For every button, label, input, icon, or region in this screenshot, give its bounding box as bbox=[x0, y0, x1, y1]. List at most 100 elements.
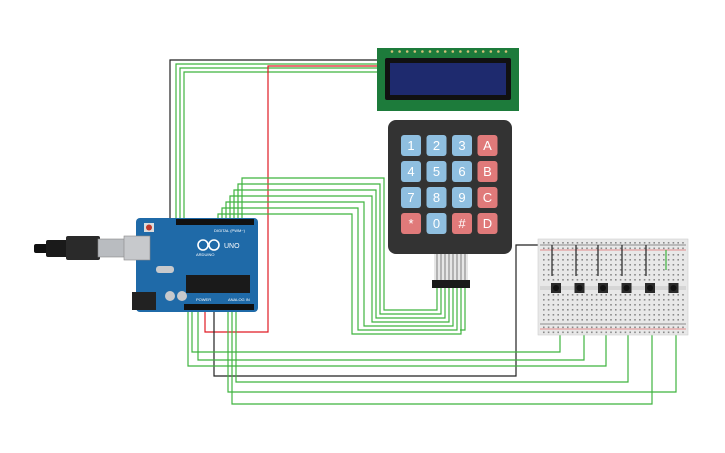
keypad-key-label: A bbox=[483, 138, 492, 153]
wire-bb-2[interactable] bbox=[197, 310, 585, 361]
keypad-key-label: D bbox=[483, 216, 492, 231]
keypad-key[interactable]: # bbox=[452, 213, 472, 234]
wire-lcd-3[interactable] bbox=[183, 71, 378, 222]
keypad-key-label: 5 bbox=[433, 164, 440, 179]
lcd-pin[interactable] bbox=[428, 50, 432, 53]
keypad[interactable]: 1 2 3 A 4 5 6 B 7 8 9 C * 0 # D bbox=[388, 120, 512, 288]
pushbutton[interactable] bbox=[621, 283, 632, 293]
keypad-key[interactable]: 2 bbox=[426, 135, 447, 156]
analog-label: ANALOG IN bbox=[228, 297, 250, 302]
atmega-chip bbox=[186, 275, 250, 293]
pushbutton[interactable] bbox=[598, 283, 608, 293]
wire-lcd-2[interactable] bbox=[179, 67, 378, 222]
breadboard[interactable] bbox=[537, 238, 689, 336]
lcd-pin[interactable] bbox=[451, 50, 455, 53]
wire-kp-6[interactable] bbox=[221, 207, 458, 331]
lcd-display[interactable] bbox=[377, 48, 519, 111]
wire-kp-1[interactable] bbox=[241, 177, 438, 311]
lcd-pin-row bbox=[390, 50, 508, 53]
keypad-key[interactable]: B bbox=[477, 161, 498, 182]
lcd-pin[interactable] bbox=[504, 50, 508, 53]
pushbutton[interactable] bbox=[668, 283, 679, 293]
lcd-pin[interactable] bbox=[474, 50, 477, 53]
lcd-pin[interactable] bbox=[459, 50, 462, 53]
keypad-key[interactable]: 1 bbox=[401, 135, 421, 156]
digital-header bbox=[176, 219, 254, 225]
usb-cable[interactable] bbox=[34, 236, 127, 260]
keypad-key[interactable]: 3 bbox=[452, 135, 472, 156]
keypad-key[interactable]: 8 bbox=[426, 187, 447, 208]
keypad-ribbon bbox=[434, 254, 468, 280]
usb-jack bbox=[123, 235, 151, 261]
keypad-key[interactable]: * bbox=[401, 213, 421, 234]
wire-bb-gnd[interactable] bbox=[213, 244, 540, 377]
pushbutton[interactable] bbox=[574, 283, 585, 293]
brand-label: ARDUINO bbox=[196, 252, 214, 257]
crystal bbox=[156, 266, 174, 273]
lcd-pin[interactable] bbox=[390, 50, 394, 53]
analog-header bbox=[184, 304, 254, 310]
keypad-connector bbox=[432, 280, 470, 288]
lcd-pin[interactable] bbox=[481, 50, 485, 53]
wire-kp-3[interactable] bbox=[233, 189, 446, 319]
keypad-key-label: 9 bbox=[458, 190, 465, 205]
keypad-key[interactable]: 6 bbox=[452, 161, 472, 182]
arduino-logo-icon bbox=[197, 239, 220, 251]
keypad-key[interactable]: 9 bbox=[452, 187, 472, 208]
wire-kp-5[interactable] bbox=[225, 201, 454, 327]
keypad-key-label: 6 bbox=[458, 164, 465, 179]
keypad-key-label: 4 bbox=[407, 164, 414, 179]
keypad-key-label: C bbox=[483, 190, 492, 205]
keypad-key-label: 3 bbox=[458, 138, 465, 153]
wire-kp-8[interactable] bbox=[460, 282, 466, 331]
power-label: POWER bbox=[196, 297, 211, 302]
wire-kp-7[interactable] bbox=[217, 213, 462, 335]
lcd-pin[interactable] bbox=[436, 50, 439, 53]
ribbon-lines bbox=[436, 254, 466, 280]
keypad-key-label: B bbox=[483, 164, 492, 179]
arduino-board[interactable]: UNO ARDUINO DIGITAL (PWM~) POWER ANALOG … bbox=[123, 218, 258, 312]
lcd-pin[interactable] bbox=[405, 50, 409, 53]
pushbutton[interactable] bbox=[645, 283, 655, 293]
lcd-pin[interactable] bbox=[398, 50, 401, 53]
wire-kp-4[interactable] bbox=[229, 195, 450, 323]
wire-lcd-vcc[interactable] bbox=[204, 65, 378, 333]
keypad-key-label: 2 bbox=[433, 138, 440, 153]
keypad-key-label: # bbox=[458, 216, 466, 231]
keypad-key[interactable]: D bbox=[477, 213, 498, 234]
keypad-keys: 1 2 3 A 4 5 6 B 7 8 9 C * 0 # D bbox=[401, 135, 498, 234]
keypad-key[interactable]: A bbox=[477, 135, 498, 156]
pushbutton[interactable] bbox=[551, 283, 561, 293]
wire-bb-4[interactable] bbox=[235, 310, 629, 383]
keypad-key[interactable]: 5 bbox=[426, 161, 447, 182]
wire-bb-6[interactable] bbox=[227, 310, 677, 393]
capacitor bbox=[165, 291, 175, 301]
lcd-screen bbox=[390, 63, 506, 95]
breadboard-jumpers bbox=[551, 245, 667, 276]
keypad-key-label: 8 bbox=[433, 190, 440, 205]
keypad-key[interactable]: 7 bbox=[401, 187, 421, 208]
lcd-pin[interactable] bbox=[497, 50, 500, 53]
wire-bb-3[interactable] bbox=[187, 310, 607, 367]
keypad-key-label: 0 bbox=[433, 216, 440, 231]
pushbuttons bbox=[551, 283, 679, 293]
capacitor bbox=[177, 291, 187, 301]
wire-lcd-gnd[interactable] bbox=[169, 59, 378, 222]
wire-bb-5[interactable] bbox=[231, 310, 653, 405]
lcd-pin[interactable] bbox=[443, 50, 447, 53]
keypad-key[interactable]: 4 bbox=[401, 161, 421, 182]
keypad-key-label: 7 bbox=[407, 190, 414, 205]
keypad-key[interactable]: 0 bbox=[426, 213, 447, 234]
wires bbox=[169, 59, 677, 405]
lcd-pin[interactable] bbox=[466, 50, 470, 53]
wire-lcd-1[interactable] bbox=[175, 63, 378, 222]
breadboard-holes bbox=[543, 242, 684, 334]
lcd-pin[interactable] bbox=[421, 50, 424, 53]
keypad-key-label: * bbox=[408, 216, 413, 231]
keypad-key-label: 1 bbox=[407, 138, 414, 153]
keypad-key[interactable]: C bbox=[477, 187, 498, 208]
digital-label: DIGITAL (PWM~) bbox=[214, 228, 246, 233]
lcd-pin[interactable] bbox=[413, 50, 417, 53]
lcd-pin[interactable] bbox=[489, 50, 493, 53]
